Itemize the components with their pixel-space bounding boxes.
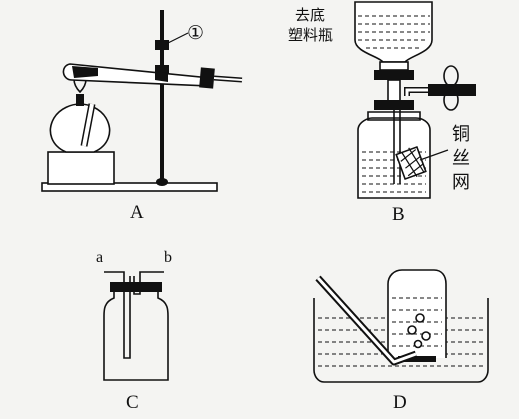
label-mesh-2: 丝 [452, 148, 470, 169]
label-a: a [96, 249, 103, 266]
alcohol-lamp [49, 103, 111, 153]
clamp-boss-lower [155, 65, 169, 75]
apparatus-d: D [313, 269, 489, 413]
apparatus-a: ① A [41, 10, 243, 223]
bottle-stopper-b [374, 100, 414, 110]
tube-clamp [155, 70, 168, 82]
gas-jar [387, 269, 447, 358]
stand-foot [156, 178, 168, 186]
gas-bubble [415, 313, 425, 323]
label-b: b [164, 249, 172, 266]
apparatus-c: a b C [96, 249, 172, 413]
iron-stand-rod [160, 10, 164, 185]
bottle-c [103, 292, 169, 381]
test-tube [62, 63, 211, 87]
label-bottle-line2: 塑料瓶 [288, 26, 333, 44]
mesh-leader [419, 149, 449, 161]
test-tube-stopper [199, 67, 215, 89]
clamp-boss-upper [155, 40, 169, 50]
bottle-neck [379, 61, 409, 71]
powder [72, 66, 98, 78]
apparatus-b: 去底 塑料瓶 铜 丝 网 B [288, 1, 476, 225]
lamp-block [47, 151, 115, 185]
label-mesh-3: 网 [452, 172, 470, 193]
label-B: B [392, 204, 405, 225]
label-A: A [130, 202, 144, 223]
jar-shelf [398, 356, 436, 362]
pinch-clip [443, 65, 459, 87]
label-D: D [393, 392, 407, 413]
leader-line-1 [163, 32, 189, 46]
connecting-tube [387, 79, 401, 103]
water-trough [313, 298, 489, 383]
stopper-c [110, 282, 162, 292]
rubber-stopper-b [374, 70, 414, 80]
label-C: C [126, 392, 139, 413]
label-mesh-1: 铜 [452, 124, 470, 145]
tube-a [104, 271, 131, 359]
iron-stand-base [41, 182, 218, 192]
lamp-wick [76, 94, 84, 106]
label-bottle-line1: 去底 [295, 6, 325, 24]
label-circle-one: ① [187, 23, 204, 44]
